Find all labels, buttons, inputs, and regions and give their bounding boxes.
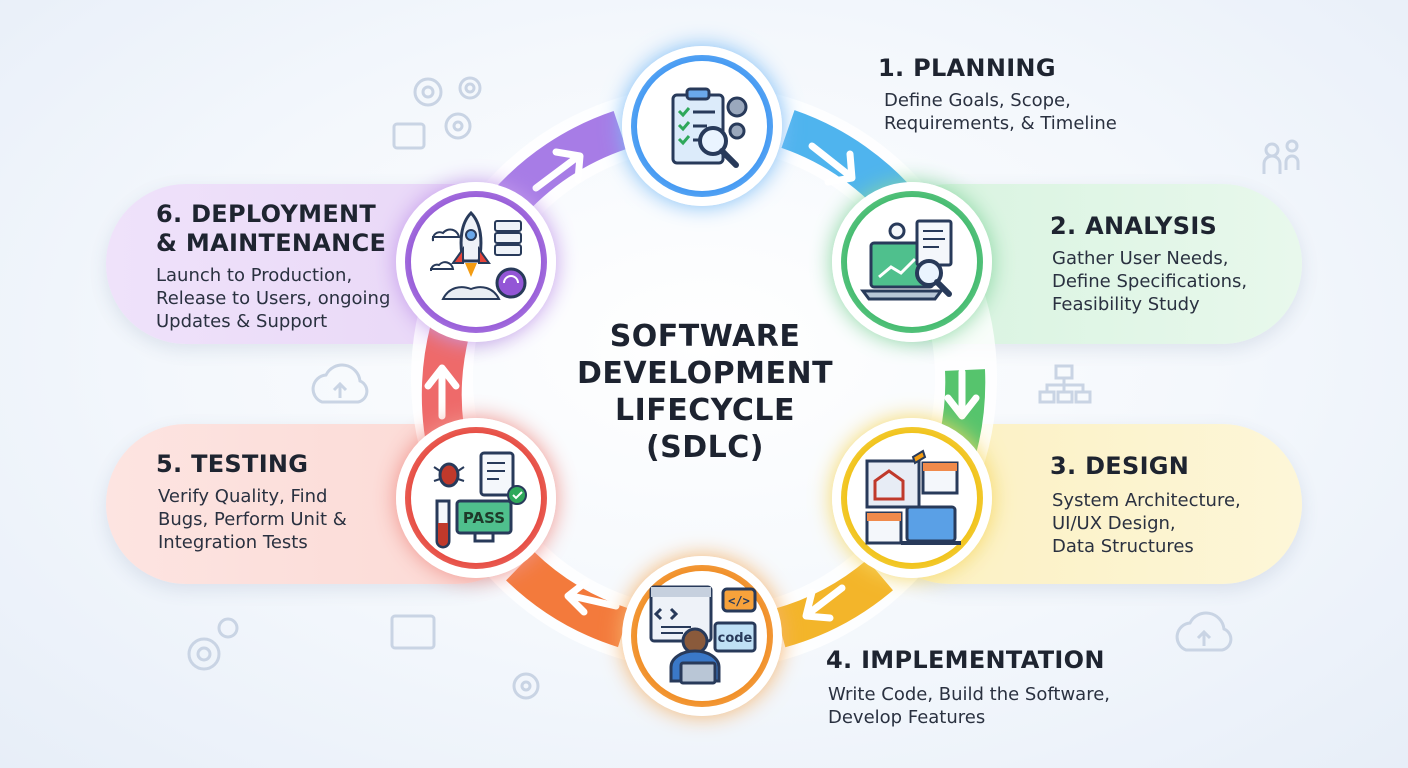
cloud-upload-icon	[1175, 611, 1233, 652]
arrow-to-deployment-icon	[424, 364, 460, 420]
stage-planning-description: Define Goals, Scope, Requirements, & Tim…	[884, 90, 1117, 134]
stage-design-node	[832, 418, 992, 578]
stage-design-description: System Architecture, UI/UX Design, Data …	[1052, 490, 1241, 557]
chart-window-icon	[392, 122, 426, 150]
pass-label: PASS	[463, 509, 505, 527]
arrow-to-implementation-icon	[802, 584, 846, 622]
arrow-to-testing-icon	[564, 578, 620, 616]
blueprint-icon	[865, 449, 961, 545]
stage-implementation-node: </> code	[622, 556, 782, 716]
stage-testing-description: Verify Quality, Find Bugs, Perform Unit …	[158, 486, 347, 553]
ring-segment-implementation-testing	[506, 551, 631, 648]
bug-test-icon: PASS	[433, 451, 527, 549]
browser-window-icon	[390, 614, 436, 650]
gear-icon	[217, 617, 239, 639]
arrow-to-planning-icon	[532, 148, 584, 192]
ring-segment-design-implementation	[774, 559, 893, 648]
stage-analysis-node	[832, 182, 992, 342]
laptop-chart-icon	[860, 219, 953, 301]
stage-implementation-title: 4. IMPLEMENTATION	[826, 646, 1105, 674]
code-tag-label: </>	[728, 594, 750, 608]
arrow-to-design-icon	[944, 368, 980, 420]
cloud-upload-icon	[311, 363, 369, 404]
stage-deployment-title: 6. DEPLOYMENT & MAINTENANCE	[156, 200, 387, 257]
stage-planning-node	[622, 46, 782, 206]
diagram-title: SOFTWARE DEVELOPMENT LIFECYCLE (SDLC)	[576, 319, 834, 465]
developer-icon: </> code	[649, 585, 757, 685]
clipboard-icon	[671, 87, 748, 168]
gear-icon	[187, 637, 221, 671]
people-network-icon	[1262, 139, 1300, 174]
stage-testing-title: 5. TESTING	[156, 450, 309, 478]
code-label: code	[718, 631, 753, 646]
arrow-to-analysis-icon	[808, 142, 856, 186]
hierarchy-icon	[1038, 364, 1092, 404]
rocket-icon	[430, 210, 527, 300]
gear-icon	[444, 112, 472, 140]
gear-icon	[458, 76, 482, 100]
stage-deployment-node	[396, 182, 556, 342]
stage-deployment-description: Launch to Production, Release to Users, …	[156, 265, 391, 332]
stage-design-title: 3. DESIGN	[1050, 452, 1190, 480]
stage-testing-node: PASS	[396, 418, 556, 578]
stage-planning-title: 1. PLANNING	[878, 54, 1056, 82]
stage-analysis-title: 2. ANALYSIS	[1050, 212, 1218, 240]
stage-implementation-description: Write Code, Build the Software, Develop …	[828, 684, 1111, 728]
stage-analysis-description: Gather User Needs, Define Specifications…	[1052, 248, 1248, 315]
gear-icon	[512, 672, 540, 700]
gear-icon	[413, 77, 443, 107]
